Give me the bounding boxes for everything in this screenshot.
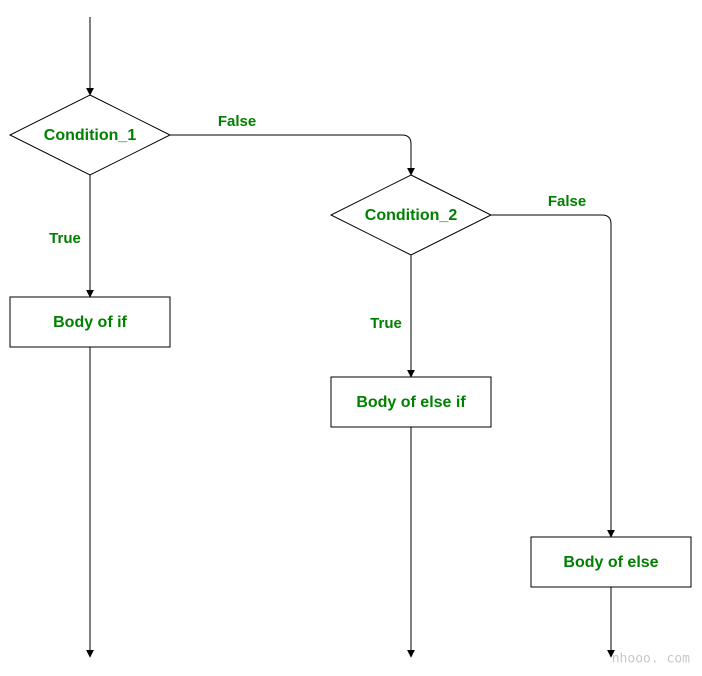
condition-2-label: Condition_2 — [365, 207, 458, 224]
body-of-else-box: Body of else — [530, 536, 692, 588]
c2-true-label: True — [370, 315, 402, 332]
c1-false-label: False — [218, 113, 256, 130]
c1-false-arrow — [170, 134, 415, 176]
condition-1-label: Condition_1 — [44, 127, 137, 144]
c1-true-label: True — [49, 230, 81, 247]
body-of-if-box: Body of if — [9, 296, 171, 348]
c2-false-label: False — [548, 193, 586, 210]
watermark: nhooo. com — [612, 652, 690, 667]
body-of-else-label: Body of else — [563, 554, 658, 571]
body-of-else-if-box: Body of else if — [330, 376, 492, 428]
condition-2-decision: Condition_2 — [329, 174, 493, 256]
body-of-else-if-label: Body of else if — [356, 394, 466, 411]
condition-1-decision: Condition_1 — [8, 94, 172, 176]
body-of-if-label: Body of if — [53, 314, 127, 331]
c2-false-arrow — [491, 214, 615, 538]
